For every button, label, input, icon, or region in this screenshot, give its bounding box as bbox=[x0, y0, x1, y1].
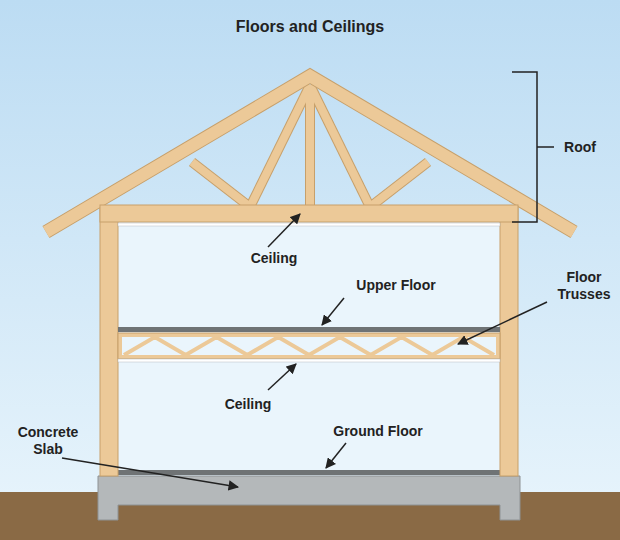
diagram-title: Floors and Ceilings bbox=[160, 17, 460, 36]
rafter bbox=[46, 76, 574, 232]
upper-floor bbox=[118, 327, 500, 332]
truss-webs bbox=[124, 337, 494, 355]
ceiling-board bbox=[118, 223, 500, 226]
ceiling-board bbox=[118, 359, 500, 362]
part-label: Roof bbox=[555, 139, 605, 156]
leader-line bbox=[537, 146, 554, 148]
ground-floor bbox=[118, 470, 500, 475]
concrete-slab bbox=[98, 476, 520, 520]
floor-truss bbox=[118, 333, 500, 359]
leader-arrows bbox=[62, 214, 547, 487]
interior bbox=[118, 222, 500, 472]
part-label: Ground Floor bbox=[323, 423, 433, 440]
floor-truss-gap bbox=[122, 337, 496, 355]
bottom-chord bbox=[100, 205, 518, 222]
part-label: Ceiling bbox=[234, 250, 314, 267]
wall bbox=[500, 206, 518, 476]
part-label: Floor Trusses bbox=[552, 269, 616, 303]
roof-bracket bbox=[512, 72, 537, 222]
roof-truss-webs bbox=[192, 85, 428, 207]
part-label: Concrete Slab bbox=[6, 424, 90, 458]
part-label: Upper Floor bbox=[341, 277, 451, 294]
part-label: Ceiling bbox=[208, 396, 288, 413]
wall bbox=[100, 206, 118, 476]
